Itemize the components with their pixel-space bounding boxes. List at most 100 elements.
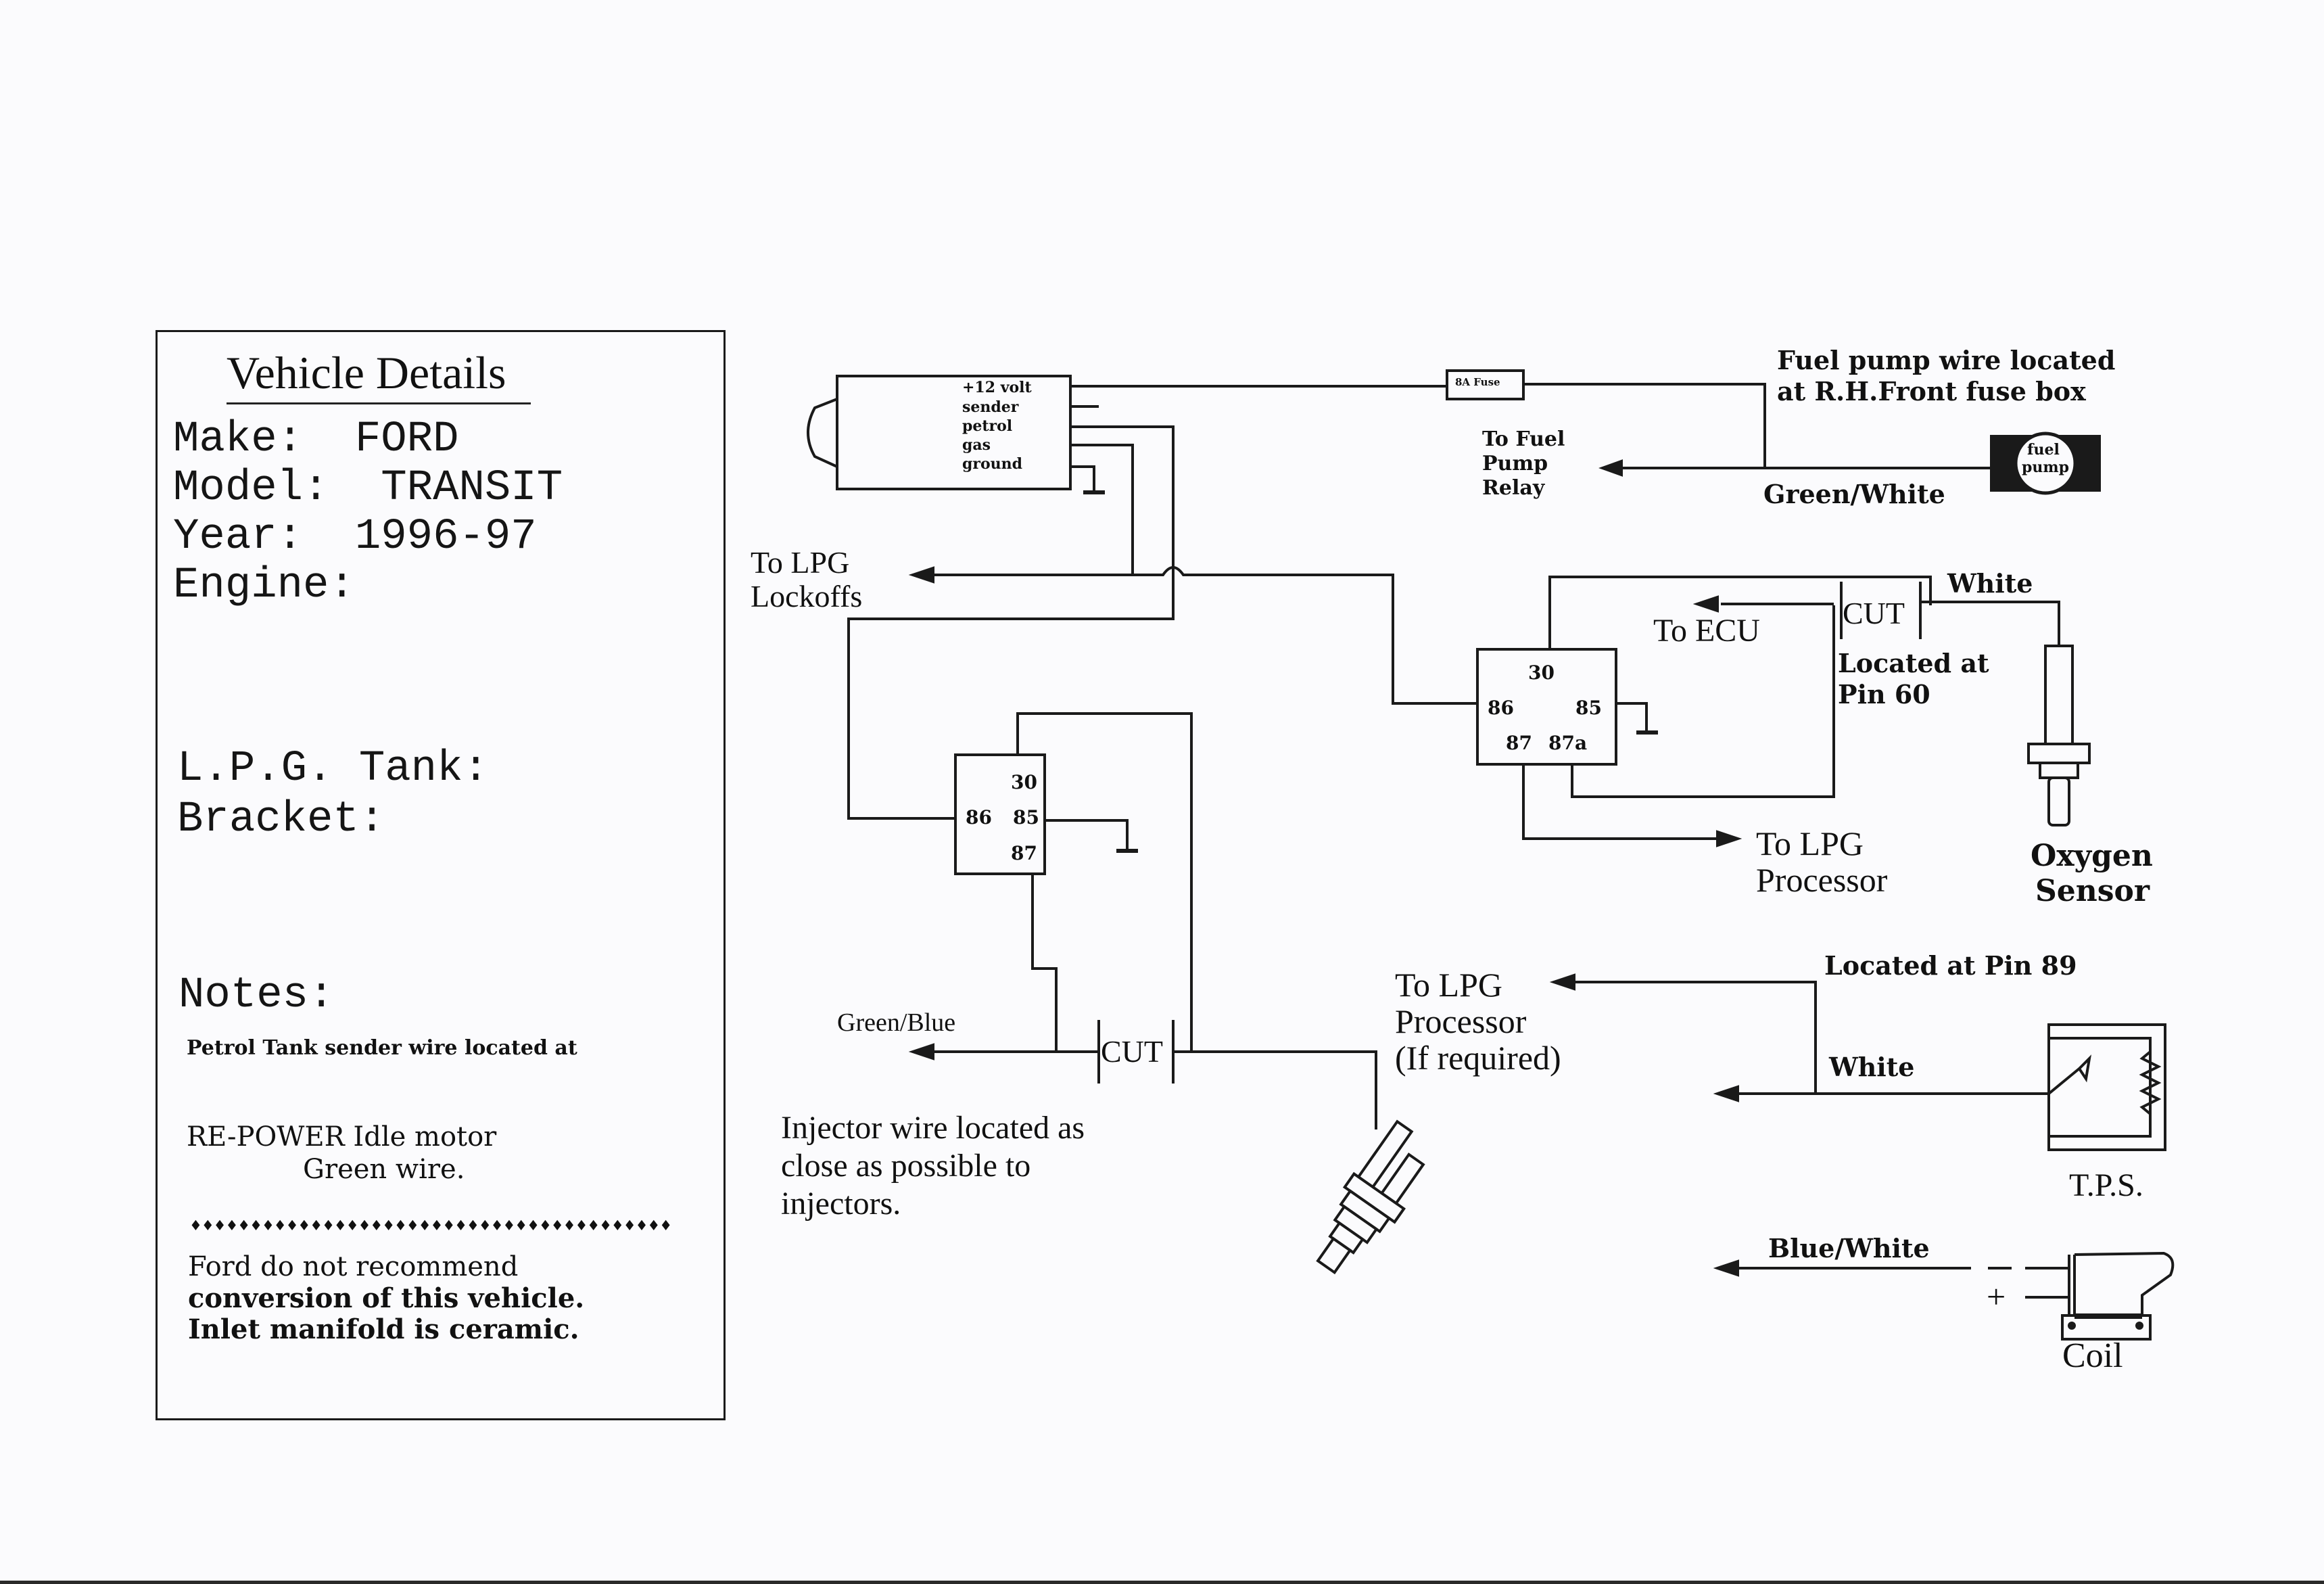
note-idle-motor-2: Green wire.: [303, 1154, 465, 1185]
tps-wiper: [2077, 1054, 2091, 1083]
warning-line-3: Inlet manifold is ceramic.: [188, 1313, 579, 1345]
wire-injector: [1173, 1050, 1377, 1129]
wire-petrol: [1070, 425, 1175, 575]
wire-relay2-85: [1616, 702, 1648, 730]
arrow-coil: [1713, 1259, 1739, 1277]
coil-label: Coil: [2062, 1336, 2123, 1375]
to-ecu-label: To ECU: [1653, 613, 1760, 649]
model-value: TRANSIT: [381, 464, 563, 513]
year-value: 1996-97: [354, 513, 537, 561]
lockoffs-line-2: Lockoffs: [751, 579, 863, 613]
relay-injector-pin-87: 87: [1011, 842, 1037, 864]
oxygen-sensor-body: [2044, 645, 2074, 745]
wire-relay1-86: [847, 575, 1175, 820]
oxygen-located-2: Pin 60: [1838, 679, 1930, 709]
wire-relay2-87a: [1571, 605, 1835, 798]
tps-label: T.P.S.: [2069, 1167, 2143, 1203]
arrow-tps-lpg: [1549, 973, 1575, 991]
coil-plus-label: +: [1987, 1278, 2006, 1315]
sender-terminal-12v: +12 volt: [962, 379, 1032, 396]
fuel-pump-wire-color: Green/White: [1763, 479, 1945, 509]
sender-terminal-sender: sender: [962, 398, 1019, 416]
wire-relay1-87: [1031, 874, 1058, 1052]
coil-bolt-right: [2135, 1322, 2143, 1330]
wire-lockoffs: [916, 566, 1477, 705]
engine-label: Engine:: [173, 561, 355, 610]
green-blue-label: Green/Blue: [837, 1008, 956, 1037]
oxygen-sensor-neck: [2039, 762, 2079, 779]
oxygen-wire-color: White: [1947, 568, 2033, 599]
arrow-fuel-relay: [1598, 459, 1623, 477]
oxygen-sensor-tip: [2047, 776, 2070, 826]
bracket-label: Bracket:: [177, 795, 385, 844]
fuel-pump-note-1: Fuel pump wire located: [1777, 345, 2116, 375]
arrow-tps-white: [1713, 1085, 1739, 1102]
oxygen-located-1: Located at: [1838, 648, 1989, 678]
arrow-green-blue: [908, 1043, 934, 1061]
oxygen-sensor-label-2: Sensor: [2035, 874, 2150, 908]
lpg-tank-label: L.P.G. Tank:: [177, 745, 489, 793]
wire-relay2-30: [1548, 576, 1932, 649]
relay-injector-pin-30: 30: [1011, 771, 1037, 793]
arrow-lockoffs: [908, 566, 934, 584]
oxygen-sensor-label-1: Oxygen: [2031, 839, 2153, 873]
panel-title: Vehicle Details: [227, 346, 531, 404]
sender-terminal-gas: gas: [962, 436, 991, 454]
tps-to-lpg-3: (If required): [1395, 1039, 1561, 1077]
to-lpg-processor-1: To LPG: [1756, 824, 1864, 862]
sender-terminal-petrol: petrol: [962, 417, 1013, 435]
relay-injector-pin-85: 85: [1013, 806, 1039, 829]
fuel-relay-line-1: To Fuel: [1482, 427, 1565, 451]
arrow-to-ecu: [1692, 595, 1719, 613]
coil-bolt-left: [2068, 1322, 2076, 1330]
notes-label: Notes:: [179, 971, 335, 1020]
tps-resistor: [2139, 1050, 2162, 1115]
arrow-to-lpg-1: [1716, 830, 1742, 847]
wire-fuse-out: [1523, 383, 1766, 468]
oxygen-cut-label: CUT: [1843, 596, 1905, 630]
wire-relay1-30: [1016, 712, 1193, 1052]
relay-oxygen-pin-85: 85: [1575, 697, 1602, 719]
make-label: Make:: [173, 415, 304, 464]
coil-body: [2068, 1251, 2175, 1315]
injector-note-2: close as possible to: [781, 1148, 1031, 1184]
model-row: Model: TRANSIT: [173, 467, 563, 510]
sender-switch-plug: [807, 398, 838, 468]
year-label: Year:: [173, 513, 304, 561]
tps-to-lpg-1: To LPG: [1395, 966, 1503, 1004]
make-row: Make: FORD: [173, 418, 458, 461]
to-lpg-processor-2: Processor: [1756, 861, 1888, 899]
injector-icon: [1316, 1119, 1425, 1275]
relay-injector-pin-86: 86: [966, 806, 992, 829]
warning-line-1: Ford do not recommend: [188, 1251, 519, 1282]
sender-terminal-ground: ground: [962, 455, 1023, 473]
fuse-label: 8A Fuse: [1455, 376, 1500, 388]
wire-relay1-85: [1045, 819, 1129, 849]
relay-oxygen-pin-30: 30: [1528, 661, 1555, 684]
fuel-pump-icon-text-1: fuel: [2027, 441, 2060, 459]
separator: ♦♦♦♦♦♦♦♦♦♦♦♦♦♦♦♦♦♦♦♦♦♦♦♦♦♦♦♦♦♦♦♦♦♦♦♦♦♦♦♦: [189, 1217, 672, 1234]
fuse-box: [1446, 369, 1525, 400]
tps-inner-top: [2049, 1037, 2152, 1138]
make-value: FORD: [354, 415, 459, 464]
injector-note-3: injectors.: [781, 1186, 901, 1221]
relay-injector-box: [954, 753, 1046, 875]
note-idle-motor-1: RE-POWER Idle motor: [187, 1121, 497, 1152]
wire-gas: [1070, 444, 1134, 575]
injector-cut-label: CUT: [1101, 1034, 1163, 1069]
note-sender-wire: Petrol Tank sender wire located at: [187, 1036, 577, 1060]
tps-wire-color: White: [1829, 1052, 1915, 1082]
wire-tps-lpg: [1562, 981, 1817, 1094]
relay-oxygen-pin-86: 86: [1488, 697, 1514, 719]
wire-o2-sensor: [1920, 601, 2060, 646]
wire-relay2-87: [1522, 764, 1721, 840]
lockoffs-line-1: To LPG: [751, 545, 850, 580]
injector-note-1: Injector wire located as: [781, 1110, 1085, 1146]
fuel-pump-icon-text-2: pump: [2022, 459, 2070, 476]
tps-box: [2047, 1023, 2166, 1151]
fuel-relay-line-3: Relay: [1482, 476, 1545, 500]
warning-line-2: conversion of this vehicle.: [188, 1282, 585, 1314]
relay-oxygen-box: [1476, 648, 1617, 766]
fuel-relay-line-2: Pump: [1482, 452, 1548, 475]
relay-oxygen-pin-87a: 87a: [1548, 732, 1588, 754]
